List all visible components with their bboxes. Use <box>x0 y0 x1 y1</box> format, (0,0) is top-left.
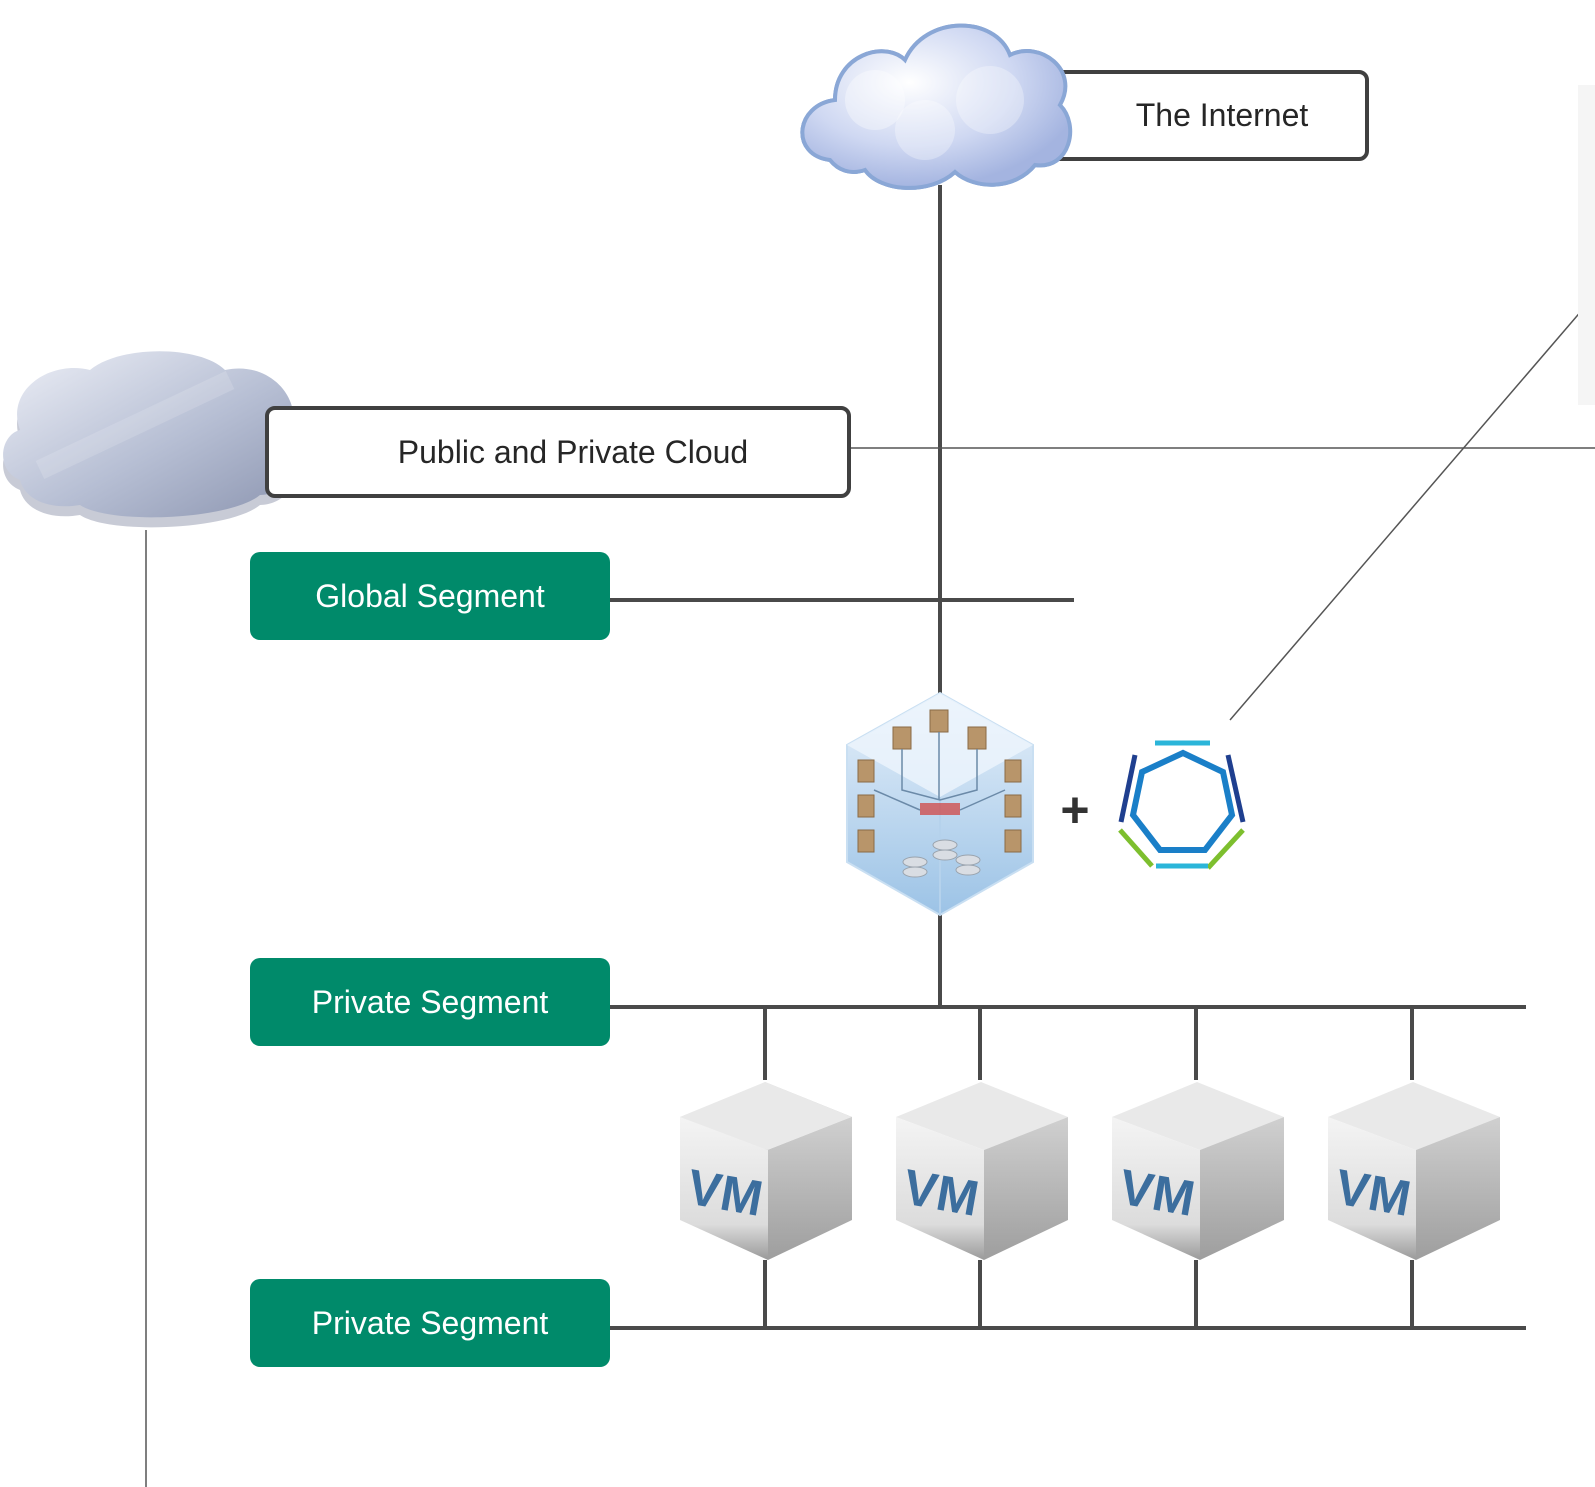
vm-cubes: VM VM VM VM <box>680 1082 1500 1260</box>
vm-label-1: VM <box>683 1159 767 1227</box>
diagonal-callout-line <box>1229 294 1595 721</box>
public-private-cloud-icon <box>3 351 299 528</box>
private-segment-2-text: Private Segment <box>311 1304 549 1341</box>
vm-cube-1 <box>680 1082 852 1260</box>
global-segment-text: Global Segment <box>315 577 545 614</box>
vm-cube-2 <box>896 1082 1068 1260</box>
plus-sign: + <box>1060 782 1090 838</box>
internet-label: The Internet <box>1135 97 1309 133</box>
vm-label-2: VM <box>899 1159 983 1227</box>
thin-lines <box>145 294 1595 1487</box>
vm-cube-4 <box>1328 1082 1500 1260</box>
private-segment-1-label: Private Segment <box>250 958 610 1046</box>
private-segment-1-text: Private Segment <box>311 983 549 1020</box>
vm-label-3: VM <box>1115 1159 1199 1227</box>
vm-label-4: VM <box>1331 1159 1415 1227</box>
heptagon-logo-icon <box>1118 740 1246 870</box>
vm-cube-3 <box>1112 1082 1284 1260</box>
connection-lines <box>610 185 1526 1330</box>
private-segment-2-label: Private Segment <box>250 1279 610 1367</box>
cloud-label-box: Public and Private Cloud <box>265 406 851 498</box>
cloud-label: Public and Private Cloud <box>397 433 749 470</box>
faint-panel <box>1578 85 1595 405</box>
internet-label-box: The Internet <box>1045 70 1369 161</box>
firewall-cube-icon <box>846 691 1034 917</box>
global-segment-label: Global Segment <box>250 552 610 640</box>
internet-cloud-overlay <box>800 23 1073 190</box>
